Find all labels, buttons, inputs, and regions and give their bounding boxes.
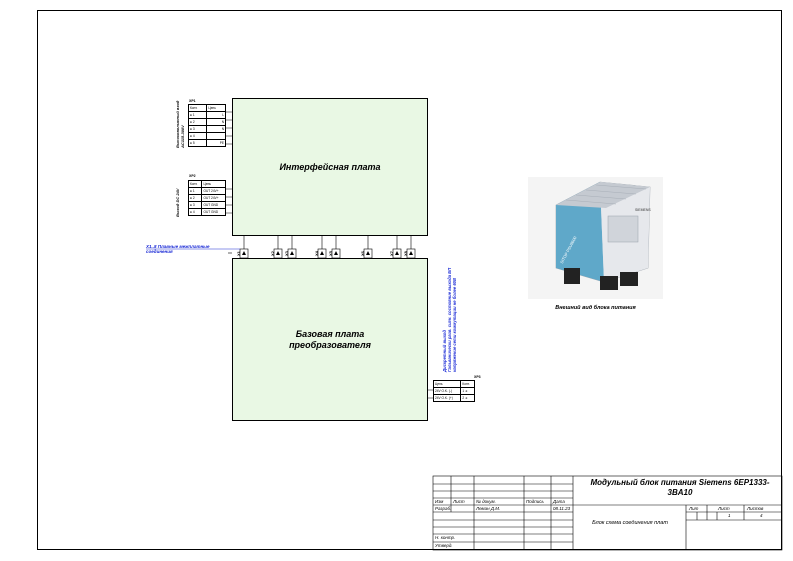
xp1-net: N [206, 125, 226, 133]
connector-pin-label: X4 [314, 251, 319, 256]
xp1-pin-no: 2 [192, 120, 195, 124]
stamp-col-list: Лист [453, 499, 465, 504]
discrete-output-label: Дискретный выход Гальванически разв. сиг… [442, 268, 457, 372]
xp3-header: Цепь [432, 380, 462, 388]
xp1-pin: ● 2 [187, 118, 208, 126]
xp2-net: OUT GND [201, 208, 226, 216]
xp2-pin: ● 3 [187, 201, 203, 209]
stamp-sheets-no: 4 [760, 513, 763, 518]
stamp-utverd: Утверд. [435, 543, 453, 548]
xp2-caption: ХР2 [189, 174, 196, 178]
connector-pin-label: X3 [284, 251, 289, 256]
psu-illustration [528, 177, 663, 299]
xp1-pin: ● 5 [187, 139, 208, 147]
stamp-col-izm: Изм [435, 499, 444, 504]
xp1-net: PE [206, 139, 226, 147]
drawing-frame [37, 10, 782, 550]
stamp-razrab-date: 08.11.23 [553, 506, 571, 511]
xp1-pin-no: 3 [192, 127, 195, 131]
stamp-lit: Лит [689, 506, 699, 511]
xp2-pin: ● 1 [187, 187, 203, 195]
xp1-row: ● 4 [187, 132, 226, 140]
interface-board-label: Интерфейсная плата [279, 161, 381, 172]
xp2-pin-no: 2 [192, 196, 195, 200]
xp2-pin: ● 4 [187, 208, 203, 216]
connector-pin-label: X1 [236, 251, 241, 256]
xp1-side-label: Высоковольтный вход AC115-300V [175, 101, 185, 148]
xp3-net: 24V O.K. (+) [432, 394, 462, 402]
xp2-header-row: Конт.Цепь [187, 180, 226, 188]
xp2-header: Цепь [201, 180, 226, 188]
xp3-row: 24V O.K. (+)2 ➜ [432, 394, 475, 402]
stamp-sheet-no: 1 [728, 513, 731, 518]
stamp-col-doc: № докум. [476, 499, 496, 504]
psu-brand: SIEMENS [635, 208, 651, 212]
xp1-pin: ● 3 [187, 125, 208, 133]
xp1-pin: ● 1 [187, 111, 208, 119]
xp2-net: OUT 24V+ [201, 194, 226, 202]
xp2-side-label: Выход DC 24V [175, 188, 180, 217]
xp2-pin-no: 1 [192, 189, 195, 193]
xp3-pin: 1 ➜ [460, 387, 475, 395]
base-board: Базовая плата преобразователя [232, 258, 428, 421]
xp1-header-row: Конт.Цепь [187, 104, 226, 112]
xp1-caption: ХР1 [189, 99, 196, 103]
xp1-pin: ● 4 [187, 132, 208, 140]
xp1-pin-no: 5 [192, 141, 195, 145]
base-board-label: Базовая плата преобразователя [289, 328, 371, 350]
connector-pin-label: X8 [403, 251, 408, 256]
connector-pin-label: X5 [328, 251, 333, 256]
connectors-label: X1..8 Плавные межплатные соединения [146, 244, 210, 254]
xp3-row: 24V O.K. (-)1 ➜ [432, 387, 475, 395]
stamp-doc-name: Блок схема соединения плат [592, 520, 668, 526]
xp1-net: N [206, 118, 226, 126]
stamp-col-date: Дата [553, 499, 565, 504]
stamp-title: Модульный блок питания Siemens 6EP1333-3… [590, 478, 770, 497]
xp2-pin-no: 3 [192, 203, 195, 207]
stamp-n-kontr: Н. контр. [435, 535, 456, 540]
xp3-pin-no: 2 [462, 396, 465, 400]
xp1-net [206, 132, 226, 140]
xp1-pin-no: 4 [192, 134, 195, 138]
xp1-header: Конт. [187, 104, 208, 112]
stamp-col-sign: Подпись [526, 499, 544, 504]
discrete-output-line3: напряжение сети коммутации не более 60В [452, 278, 457, 372]
xp3-pin: 2 ➜ [460, 394, 475, 402]
stamp-razrab: Разраб. [435, 506, 452, 511]
xp3-net: 24V O.K. (-) [432, 387, 462, 395]
xp1-side-label-2: AC115-300V [180, 125, 185, 148]
xp1-header: Цепь [206, 104, 226, 112]
xp2-header: Конт. [187, 180, 203, 188]
photo-caption: Внешний вид блока питания [555, 305, 636, 311]
xp3-pin-no: 1 [462, 389, 465, 393]
interface-board: Интерфейсная плата [232, 98, 428, 236]
connector-pin-label: X2 [270, 251, 275, 256]
xp1-pin-no: 1 [192, 113, 195, 117]
xp2-pin: ● 2 [187, 194, 203, 202]
connector-pin-label: X6 [360, 251, 365, 256]
xp3-caption: ХР3 [474, 375, 481, 379]
xp3-header: Конт. [460, 380, 475, 388]
xp1-net: L [206, 111, 226, 119]
xp2-net: OUT 24V+ [201, 187, 226, 195]
connector-pin-label: X7 [389, 251, 394, 256]
stamp-razrab-name: Леман Д.М. [476, 506, 501, 511]
stamp-sheets: Листов [747, 506, 764, 511]
xp2-pin-no: 4 [192, 210, 195, 214]
stamp-sheet: Лист [718, 506, 730, 511]
xp2-net: OUT GND [201, 201, 226, 209]
